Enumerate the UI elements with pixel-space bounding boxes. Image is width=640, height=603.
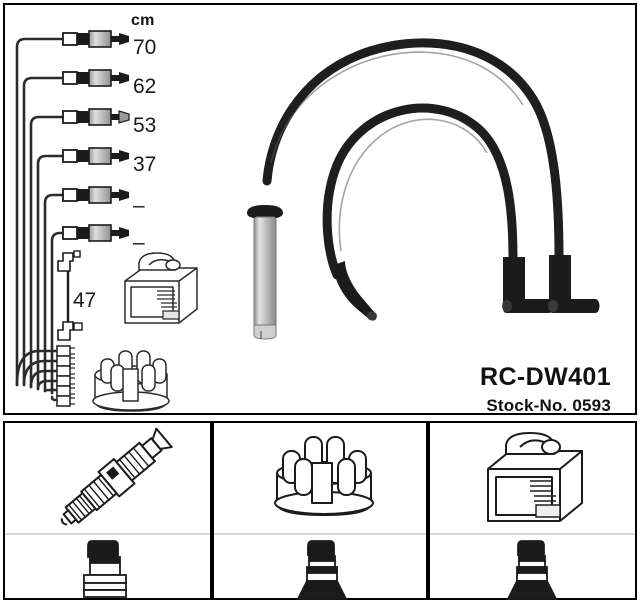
straight-boot-icon bbox=[83, 540, 127, 598]
flared-boot-icon bbox=[506, 540, 558, 600]
main-diagram-panel: cm 70 62 53 37 – – 47 RC-DW401 Stock-No.… bbox=[3, 3, 637, 415]
cable-length-1: 70 bbox=[133, 36, 157, 59]
product-name: RC-DW401 bbox=[480, 363, 611, 391]
cable-inner bbox=[322, 103, 518, 280]
cable-length-4: 37 bbox=[133, 153, 157, 176]
ignition-cable-drawing bbox=[247, 38, 600, 340]
cable-outer bbox=[262, 38, 564, 262]
inline-connector-row-4 bbox=[62, 147, 129, 165]
inline-connector-row-5 bbox=[62, 186, 129, 204]
cell-divider bbox=[5, 533, 210, 535]
cable-bundle-diagram bbox=[15, 30, 130, 407]
ignition-coil-icon bbox=[487, 432, 583, 522]
coil-lead-cable bbox=[57, 250, 83, 341]
plug-sleeve bbox=[247, 205, 283, 340]
flared-boot-icon bbox=[296, 540, 348, 600]
stock-number: Stock-No. 0593 bbox=[486, 396, 611, 415]
spark-plug-icon bbox=[60, 427, 173, 526]
legend-cell-ignition-coil bbox=[428, 421, 637, 600]
cable-wire-group bbox=[15, 37, 65, 395]
inline-connector-row-1 bbox=[62, 30, 129, 48]
distributor-cap-drawing bbox=[92, 350, 170, 412]
legend-cell-spark-plug bbox=[3, 421, 212, 600]
cable-terminal-group bbox=[15, 349, 59, 402]
cell-divider bbox=[214, 533, 426, 535]
ignition-coil-drawing bbox=[124, 252, 198, 324]
straight-boot-left bbox=[333, 261, 377, 321]
distributor-cap-icon bbox=[274, 436, 374, 516]
legend-cell-distributor-cap bbox=[212, 421, 428, 600]
cable-length-6: – bbox=[133, 231, 145, 254]
inline-connector-row-3 bbox=[62, 108, 130, 126]
cable-length-2: 62 bbox=[133, 75, 157, 98]
cable-terminal-ends bbox=[56, 345, 75, 407]
coil-lead-length: 47 bbox=[73, 289, 97, 312]
right-angle-boot-1 bbox=[502, 257, 554, 313]
unit-label: cm bbox=[131, 12, 155, 29]
inline-connector-row-2 bbox=[62, 69, 129, 87]
cell-divider bbox=[430, 533, 635, 535]
cable-length-3: 53 bbox=[133, 114, 157, 137]
right-angle-boot-2 bbox=[548, 255, 600, 313]
cable-length-5: – bbox=[133, 194, 145, 217]
inline-connector-row-6 bbox=[62, 224, 129, 242]
